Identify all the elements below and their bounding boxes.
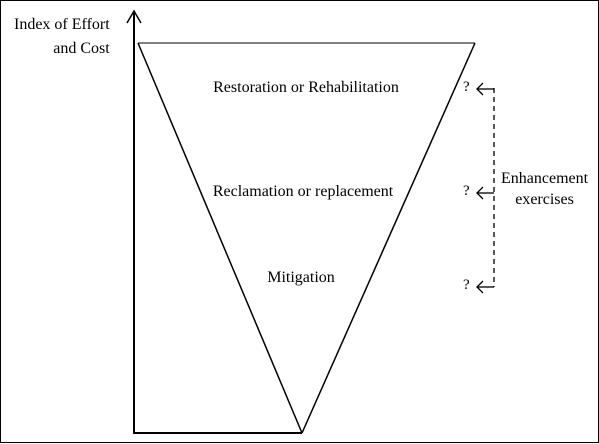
enhancement-label: Enhancement exercises <box>501 168 588 210</box>
level-label-restoration: Restoration or Rehabilitation <box>213 79 399 96</box>
y-axis-title-line2: and Cost <box>53 40 110 57</box>
question-marker-reclamation: ? <box>463 183 470 199</box>
level-label-reclamation: Reclamation or replacement <box>212 183 394 200</box>
y-axis-title: Index of Effort and Cost <box>14 13 110 61</box>
question-marker-restoration: ? <box>463 79 470 95</box>
enhancement-label-line1: Enhancement <box>501 170 589 187</box>
enhancement-label-line2: exercises <box>515 191 574 208</box>
y-axis-title-line1: Index of Effort <box>14 16 110 33</box>
arrow-icon-1 <box>476 82 494 96</box>
triangle-left-edge <box>137 42 303 434</box>
level-label-mitigation: Mitigation <box>267 269 335 286</box>
arrow-icon-3 <box>476 280 494 294</box>
triangle-right-edge <box>301 42 476 434</box>
arrow-icon-2 <box>476 186 494 200</box>
question-marker-mitigation: ? <box>463 277 470 293</box>
y-axis-arrowhead <box>126 9 142 24</box>
